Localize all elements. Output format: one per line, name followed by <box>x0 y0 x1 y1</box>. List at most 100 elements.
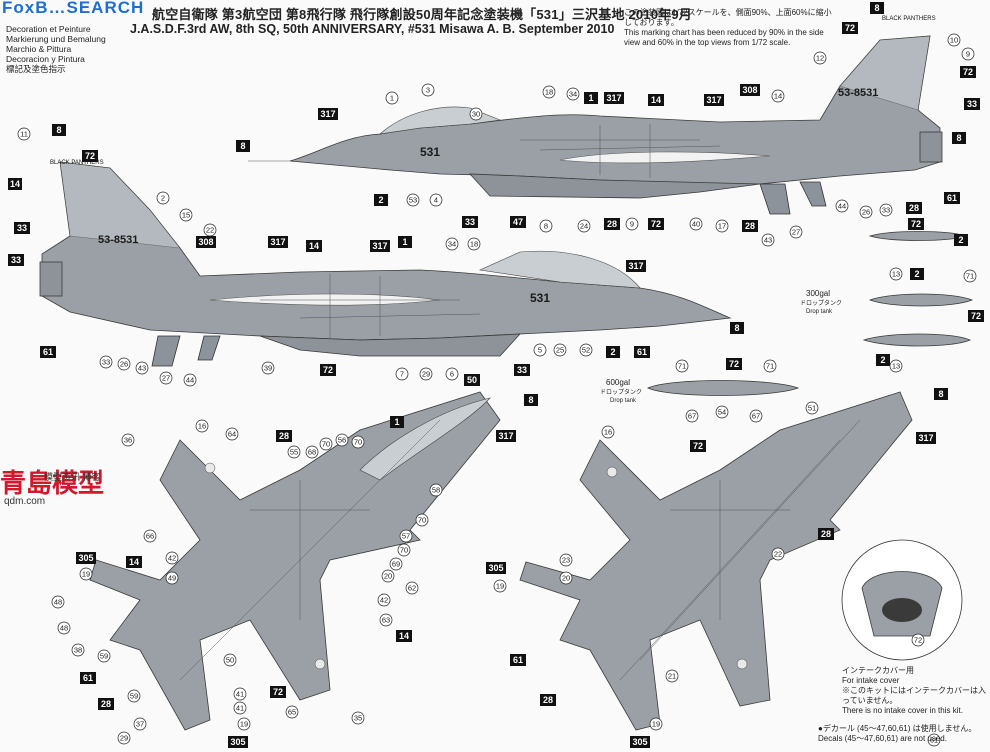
intake-cover-detail <box>841 539 963 661</box>
svg-text:30: 30 <box>472 110 480 119</box>
paint-square <box>944 192 960 204</box>
paint-square <box>952 132 966 144</box>
svg-text:43: 43 <box>138 364 146 373</box>
svg-text:33: 33 <box>967 99 977 109</box>
svg-text:11: 11 <box>20 130 28 139</box>
paint-square <box>276 430 292 442</box>
svg-text:8: 8 <box>874 3 879 13</box>
svg-text:62: 62 <box>408 584 416 593</box>
svg-text:28: 28 <box>607 219 617 229</box>
svg-text:308: 308 <box>198 237 213 247</box>
svg-text:56: 56 <box>338 436 346 445</box>
svg-text:23: 23 <box>562 556 570 565</box>
svg-text:19: 19 <box>240 720 248 729</box>
svg-text:47: 47 <box>513 217 523 227</box>
svg-text:53: 53 <box>409 196 417 205</box>
intake-note: インテークカバー用 For intake cover ※このキットにはインテーク… <box>842 666 987 716</box>
tank-600-label-en2: Drop tank <box>610 398 637 404</box>
tank-300-label: 300gal <box>806 289 830 298</box>
tank-300-label-en2: Drop tank <box>806 309 833 315</box>
svg-text:58: 58 <box>432 486 440 495</box>
svg-text:52: 52 <box>582 346 590 355</box>
page-title: 航空自衛隊 第3航空団 第8飛行隊 飛行隊創設50周年記念塗装機「531」三沢基… <box>152 7 693 22</box>
svg-text:70: 70 <box>400 546 408 555</box>
paint-square <box>370 240 390 252</box>
watermark-logo: FoxB…SEARCH <box>2 0 145 17</box>
svg-text:66: 66 <box>146 532 154 541</box>
tank-600-label: 600gal <box>606 378 630 387</box>
svg-text:48: 48 <box>60 624 68 633</box>
svg-text:28: 28 <box>279 431 289 441</box>
svg-text:317: 317 <box>606 93 621 103</box>
paint-square <box>510 654 526 666</box>
svg-text:61: 61 <box>43 347 53 357</box>
nose-number-mid: 531 <box>530 291 550 305</box>
svg-text:19: 19 <box>652 720 660 729</box>
paint-square <box>126 556 142 568</box>
svg-text:57: 57 <box>402 532 410 541</box>
paint-square <box>630 736 650 748</box>
svg-text:14: 14 <box>309 241 319 251</box>
svg-text:2: 2 <box>914 269 919 279</box>
svg-text:28: 28 <box>821 529 831 539</box>
paint-square <box>8 178 22 190</box>
svg-text:24: 24 <box>580 222 588 231</box>
svg-text:2: 2 <box>378 195 383 205</box>
svg-text:5: 5 <box>538 346 542 355</box>
paint-square <box>908 218 924 230</box>
svg-text:14: 14 <box>651 95 661 105</box>
svg-text:38: 38 <box>74 646 82 655</box>
svg-text:44: 44 <box>838 202 846 211</box>
paint-square <box>964 98 980 110</box>
paint-square <box>690 440 706 452</box>
svg-text:2: 2 <box>610 347 615 357</box>
paint-square <box>742 220 758 232</box>
svg-text:61: 61 <box>930 736 938 745</box>
svg-text:305: 305 <box>488 563 503 573</box>
intake-note-ja: ※このキットにはインテークカバーは入っていません。 <box>842 686 986 705</box>
paint-square <box>14 222 30 234</box>
paint-square <box>934 388 948 400</box>
paint-square <box>648 218 664 230</box>
paint-square <box>726 358 742 370</box>
svg-text:8: 8 <box>734 323 739 333</box>
paint-square <box>306 240 322 252</box>
svg-text:305: 305 <box>632 737 647 747</box>
svg-text:33: 33 <box>17 223 27 233</box>
svg-text:8: 8 <box>56 125 61 135</box>
paint-square <box>606 346 620 358</box>
paint-square <box>228 736 248 748</box>
svg-text:65: 65 <box>288 708 296 717</box>
tank-300-label-ja: ドロップタンク <box>800 299 842 307</box>
svg-text:8: 8 <box>938 389 943 399</box>
svg-text:18: 18 <box>470 240 478 249</box>
svg-text:54: 54 <box>718 408 726 417</box>
paint-square <box>906 202 922 214</box>
svg-text:59: 59 <box>130 692 138 701</box>
decal-note-en: Decals (45〜47,60,61) are not used. <box>818 734 947 743</box>
scale-note-en: This marking chart has been reduced by 9… <box>624 28 824 47</box>
svg-text:26: 26 <box>120 360 128 369</box>
svg-text:48: 48 <box>54 598 62 607</box>
svg-text:40: 40 <box>692 220 700 229</box>
svg-text:308: 308 <box>742 85 757 95</box>
svg-text:2: 2 <box>161 194 165 203</box>
svg-text:1: 1 <box>390 94 394 103</box>
paint-square <box>604 92 624 104</box>
svg-text:72: 72 <box>971 311 981 321</box>
svg-text:27: 27 <box>162 374 170 383</box>
bottom-view <box>519 391 913 731</box>
intake-label-en: For intake cover <box>842 676 900 685</box>
paint-square <box>486 562 506 574</box>
paint-square <box>648 94 664 106</box>
svg-text:44: 44 <box>186 376 194 385</box>
svg-text:71: 71 <box>766 362 774 371</box>
svg-text:70: 70 <box>322 440 330 449</box>
svg-text:15: 15 <box>182 211 190 220</box>
svg-text:317: 317 <box>270 237 285 247</box>
svg-text:33: 33 <box>11 255 21 265</box>
side-view-right-facing <box>39 161 732 367</box>
svg-text:1: 1 <box>402 237 407 247</box>
svg-text:9: 9 <box>630 220 634 229</box>
